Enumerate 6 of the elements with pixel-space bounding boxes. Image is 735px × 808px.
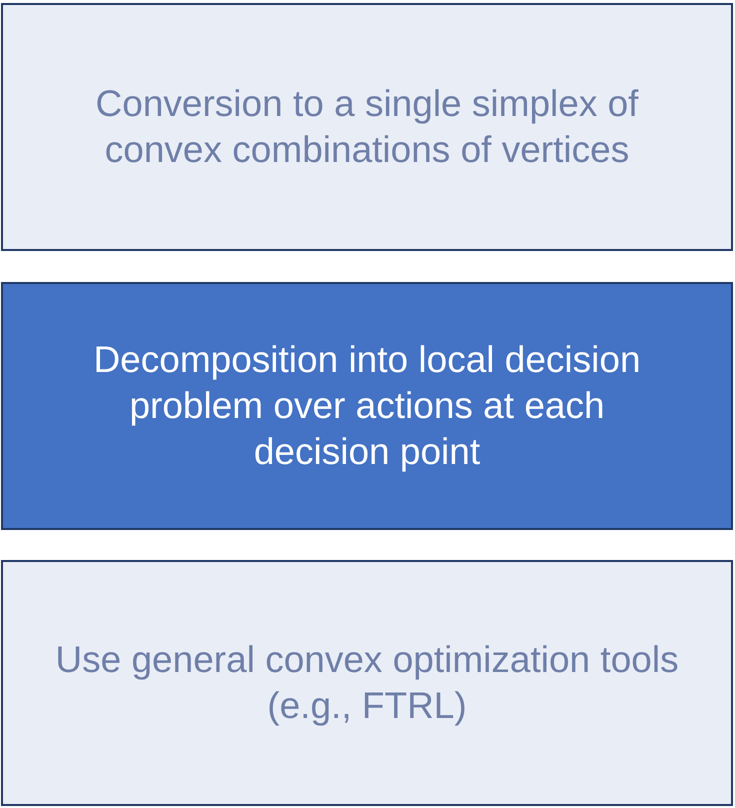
box-label: Use general convex optimization tools (e.g., FTRL)	[54, 638, 680, 728]
process-box	[1, 560, 733, 806]
box-label: Decomposition into local decision problem over actions at each decision point	[92, 338, 642, 474]
box-label: Conversion to a single simplex of convex combinations of vertices	[94, 82, 640, 172]
process-box	[1, 282, 733, 530]
process-box	[1, 3, 733, 251]
